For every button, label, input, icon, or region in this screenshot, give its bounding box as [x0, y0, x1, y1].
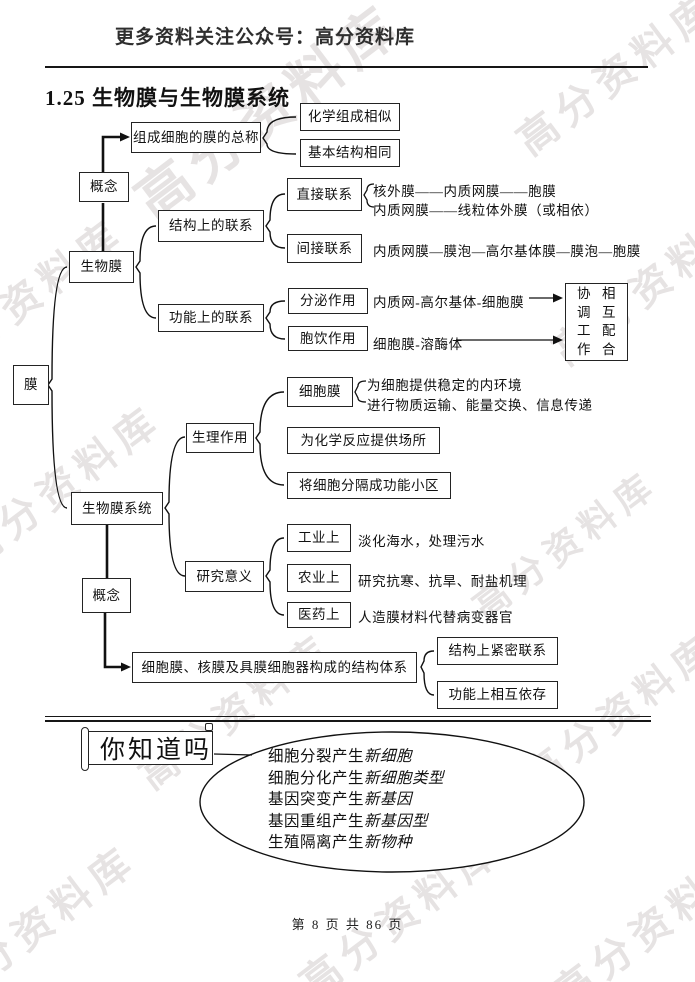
- node-direct-link: 直接联系: [287, 178, 362, 211]
- agriculture-desc: 研究抗寒、抗旱、耐盐机理: [358, 574, 528, 589]
- indirect-link-text: 内质网膜—膜泡—高尔基体膜—膜泡—胞膜: [373, 244, 641, 259]
- direct-link-line-1: 核外膜——内质网膜——胞膜: [373, 184, 557, 199]
- coordination-right-column: 相互配合: [602, 286, 616, 357]
- node-structural-link: 结构上的联系: [158, 210, 264, 242]
- page-number: 第 8 页 共 86 页: [291, 917, 404, 932]
- banner-knob: [205, 723, 213, 731]
- node-membrane-root: 膜: [13, 365, 49, 405]
- fact-line: 基因重组产生新基因型: [268, 813, 429, 830]
- fact-line: 基因突变产生新基因: [268, 791, 413, 808]
- banner-scroll-edge: [81, 727, 89, 771]
- industry-desc: 淡化海水，处理污水: [358, 534, 485, 549]
- header-rule: [45, 66, 648, 68]
- node-medicine: 医药上: [287, 602, 351, 628]
- node-definition: 组成细胞的膜的总称: [131, 122, 261, 153]
- node-concept-bottom: 概念: [82, 578, 131, 613]
- node-concept-top: 概念: [79, 172, 129, 202]
- node-industry: 工业上: [287, 524, 351, 552]
- node-pinocytosis: 胞饮作用: [288, 326, 368, 351]
- node-membrane-system: 生物膜系统: [71, 492, 163, 525]
- node-function-depend: 功能上相互依存: [437, 681, 558, 709]
- node-coordination: 协调工作 相互配合: [565, 283, 628, 361]
- coordination-left-column: 协调工作: [577, 286, 591, 357]
- fact-line: 细胞分裂产生新细胞: [268, 748, 413, 765]
- node-structure-tight: 结构上紧密联系: [437, 637, 558, 665]
- node-physiology: 生理作用: [186, 423, 254, 453]
- header-notice: 更多资料关注公众号：高分资料库: [115, 27, 416, 48]
- node-indirect-link: 间接联系: [287, 234, 362, 263]
- node-research: 研究意义: [185, 561, 264, 592]
- cm-point-2: 进行物质运输、能量交换、信息传递: [367, 398, 593, 413]
- node-chemical-similar: 化学组成相似: [300, 103, 400, 131]
- fact-line: 细胞分化产生新细胞类型: [268, 770, 445, 787]
- pinocytosis-path-text: 细胞膜-溶酶体: [373, 337, 463, 352]
- node-biomembrane: 生物膜: [69, 251, 134, 283]
- node-functional-link: 功能上的联系: [158, 304, 264, 332]
- banner-label: 你知道吗: [100, 737, 213, 764]
- banner: 你知道吗: [87, 731, 213, 765]
- node-structure-system: 细胞膜、核膜及具膜细胞器构成的结构体系: [132, 652, 417, 683]
- cm-point-1: 为细胞提供稳定的内环境: [367, 378, 523, 393]
- node-structure-same: 基本结构相同: [300, 139, 400, 167]
- direct-link-line-2: 内质网膜——线粒体外膜（或相依）: [373, 203, 599, 218]
- node-cell-membrane: 细胞膜: [287, 377, 353, 407]
- node-secretion: 分泌作用: [288, 288, 368, 314]
- medicine-desc: 人造膜材料代替病变器官: [358, 610, 514, 625]
- section-divider: [45, 716, 651, 722]
- page-title: 1.25 生物膜与生物膜系统: [45, 86, 290, 110]
- fact-line: 生殖隔离产生新物种: [268, 834, 413, 851]
- node-reaction-site: 为化学反应提供场所: [287, 427, 440, 454]
- secretion-path-text: 内质网-高尔基体-细胞膜: [373, 295, 525, 310]
- node-compartment: 将细胞分隔成功能小区: [287, 472, 451, 499]
- node-agriculture: 农业上: [287, 564, 351, 592]
